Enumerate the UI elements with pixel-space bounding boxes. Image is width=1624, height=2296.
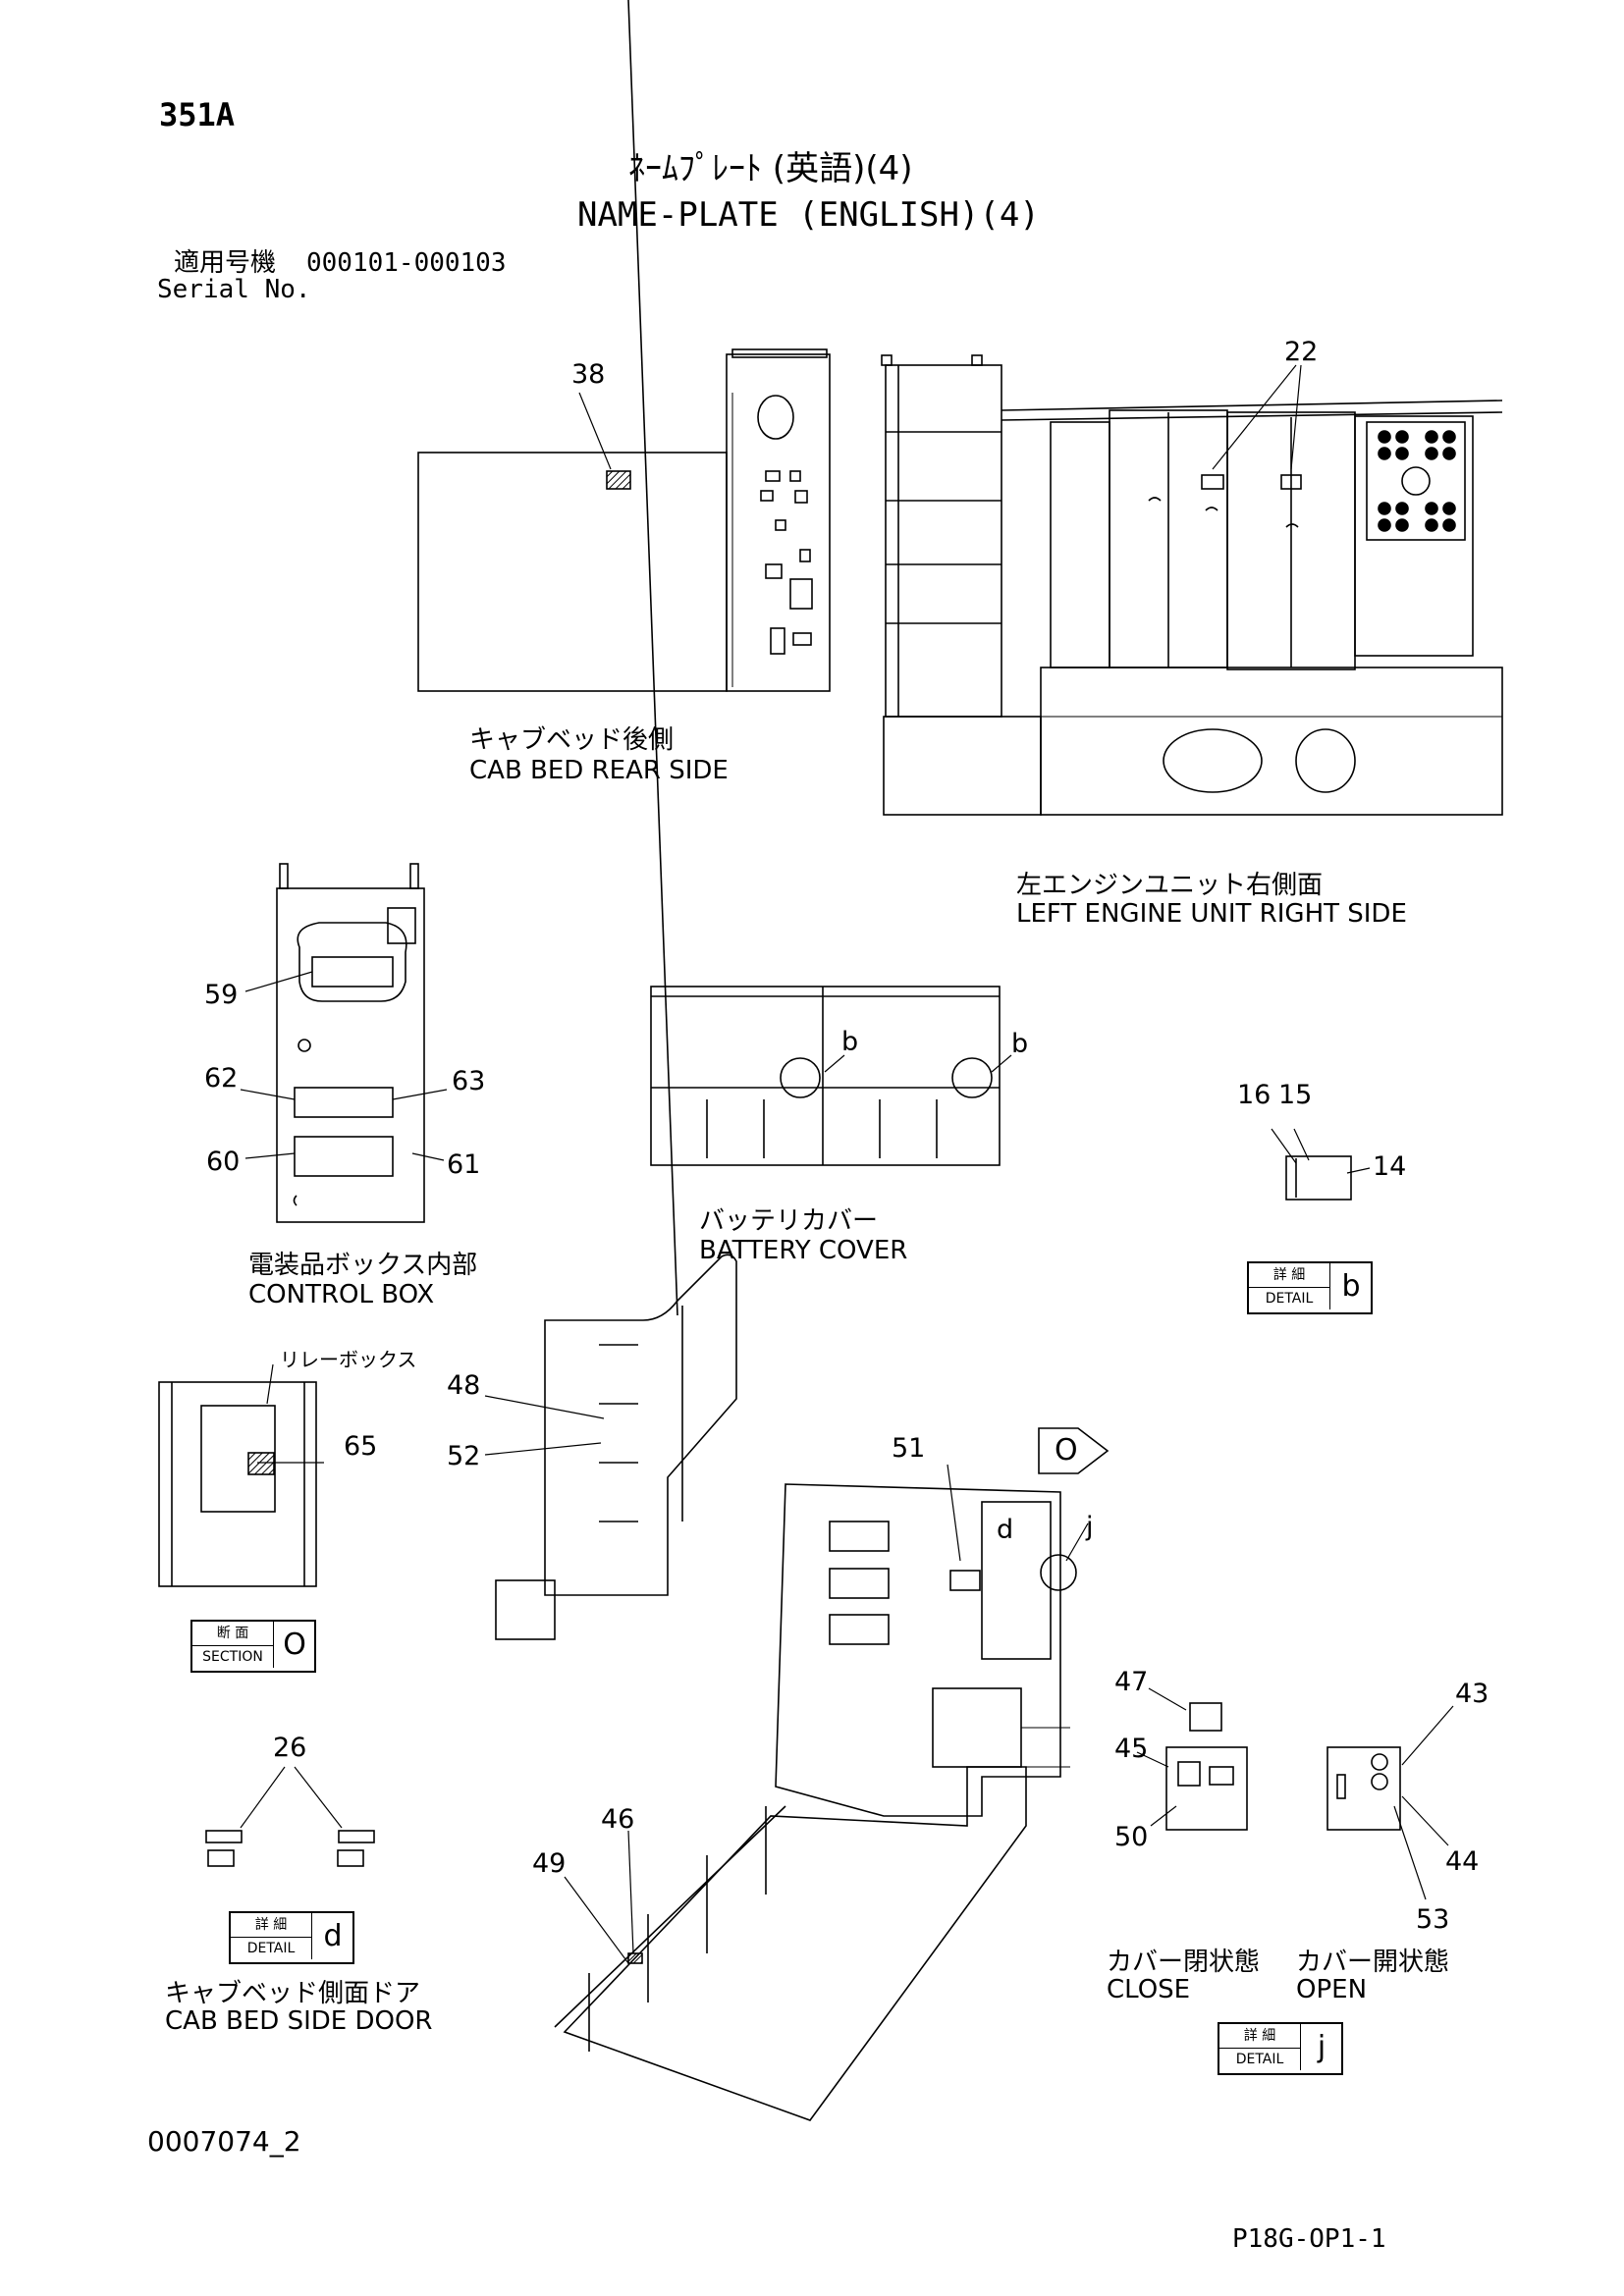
- callout-59: 59: [204, 980, 239, 1010]
- battery-cover-drawing: [650, 986, 1001, 1166]
- detail-b-en: DETAIL: [1249, 1288, 1330, 1309]
- cover-close-caption-en: CLOSE: [1107, 1975, 1191, 2004]
- callout-26: 26: [273, 1733, 307, 1763]
- callout-52: 52: [447, 1441, 481, 1471]
- cab-bed-side-door-drawing: [554, 1483, 1077, 2121]
- callout-section-o: O: [1055, 1433, 1078, 1468]
- leader-lines: [240, 364, 1302, 1964]
- section-o-arrow: [1038, 1427, 1110, 1474]
- callout-49: 49: [532, 1848, 567, 1879]
- page-code: 351A: [159, 96, 236, 133]
- battery-cover-caption-jp: バッテリカバー: [699, 1206, 879, 1236]
- callout-45: 45: [1114, 1734, 1149, 1764]
- side-door-caption-jp: キャブベッド側面ドア: [165, 1979, 421, 2008]
- left-engine-caption-en: LEFT ENGINE UNIT RIGHT SIDE: [1016, 899, 1407, 929]
- serial-jp-label: 適用号機: [174, 248, 277, 278]
- callout-38: 38: [571, 359, 606, 390]
- callout-60: 60: [206, 1147, 241, 1177]
- detail-d-en: DETAIL: [231, 1938, 312, 1959]
- drawing-number: 0007074_2: [147, 2125, 301, 2158]
- battery-cover-caption-en: BATTERY COVER: [699, 1236, 908, 1265]
- callout-b-right: b: [1011, 1029, 1029, 1059]
- section-o-jp: 断 面: [192, 1622, 274, 1646]
- cover-open-caption-en: OPEN: [1296, 1975, 1368, 2004]
- callout-16: 16: [1237, 1080, 1272, 1110]
- control-box-caption-jp: 電装品ボックス内部: [248, 1251, 478, 1280]
- callout-44: 44: [1445, 1846, 1480, 1877]
- callout-63: 63: [452, 1066, 486, 1096]
- detail-j-box: 詳 細 DETAIL j: [1218, 2022, 1343, 2075]
- callout-b-left: b: [841, 1027, 859, 1057]
- callout-d: d: [997, 1515, 1014, 1545]
- callout-47: 47: [1114, 1667, 1149, 1697]
- title-en: NAME-PLATE (ENGLISH)(4): [577, 195, 1040, 235]
- control-box-caption-en: CONTROL BOX: [248, 1280, 435, 1309]
- relay-box-caption: リレーボックス: [280, 1348, 417, 1371]
- cover-open-drawing: [1326, 1705, 1454, 1900]
- section-o-letter: O: [283, 1628, 306, 1662]
- detail-d-parts: [205, 1766, 375, 1867]
- control-box-drawing: [276, 863, 425, 1223]
- section-o-en: SECTION: [192, 1646, 274, 1668]
- detail-d-letter: d: [323, 1919, 343, 1953]
- callout-43: 43: [1455, 1679, 1489, 1709]
- cover-close-caption-jp: カバー閉状態: [1107, 1948, 1261, 1977]
- serial-range: 000101-000103: [306, 248, 507, 278]
- serial-en-label: Serial No.: [157, 275, 311, 304]
- detail-d-box: 詳 細 DETAIL d: [229, 1911, 354, 1964]
- left-engine-unit-right-side-drawing: [881, 354, 1503, 816]
- callout-50: 50: [1114, 1822, 1149, 1852]
- cover-open-caption-jp: カバー開状態: [1296, 1948, 1450, 1977]
- callout-48: 48: [447, 1370, 481, 1401]
- callout-46: 46: [601, 1804, 635, 1835]
- detail-b-box: 詳 細 DETAIL b: [1247, 1261, 1373, 1314]
- ladder-drawing: [495, 0, 737, 1640]
- detail-j-jp: 詳 細: [1219, 2024, 1301, 2049]
- relay-box-drawing: [158, 1363, 317, 1587]
- cab-bed-rear-side-drawing: [417, 348, 831, 692]
- page-reference: P18G-OP1-1: [1232, 2224, 1386, 2254]
- detail-j-en: DETAIL: [1219, 2049, 1301, 2070]
- cab-bed-rear-caption-jp: キャブベッド後側: [469, 725, 675, 755]
- callout-15: 15: [1278, 1080, 1313, 1110]
- left-engine-caption-jp: 左エンジンユニット右側面: [1016, 871, 1324, 900]
- callout-53: 53: [1416, 1904, 1450, 1935]
- side-door-caption-en: CAB BED SIDE DOOR: [165, 2006, 433, 2036]
- title-jp: ﾈｰﾑﾌﾟﾚｰﾄ (英語)(4): [628, 149, 913, 188]
- detail-d-jp: 詳 細: [231, 1913, 312, 1938]
- callout-62: 62: [204, 1063, 239, 1094]
- callout-14: 14: [1373, 1151, 1407, 1182]
- callout-61: 61: [447, 1149, 481, 1180]
- detail-b-part: [1271, 1128, 1371, 1201]
- callout-65: 65: [344, 1431, 378, 1462]
- callout-j: j: [1086, 1512, 1094, 1542]
- callout-22: 22: [1284, 337, 1319, 367]
- detail-b-letter: b: [1341, 1269, 1361, 1304]
- detail-b-jp: 詳 細: [1249, 1263, 1330, 1288]
- detail-j-letter: j: [1317, 2030, 1326, 2064]
- cab-bed-rear-caption-en: CAB BED REAR SIDE: [469, 756, 729, 785]
- callout-51: 51: [892, 1433, 926, 1464]
- section-o-box: 断 面 SECTION O: [190, 1620, 316, 1673]
- cover-close-drawing: [1136, 1687, 1248, 1831]
